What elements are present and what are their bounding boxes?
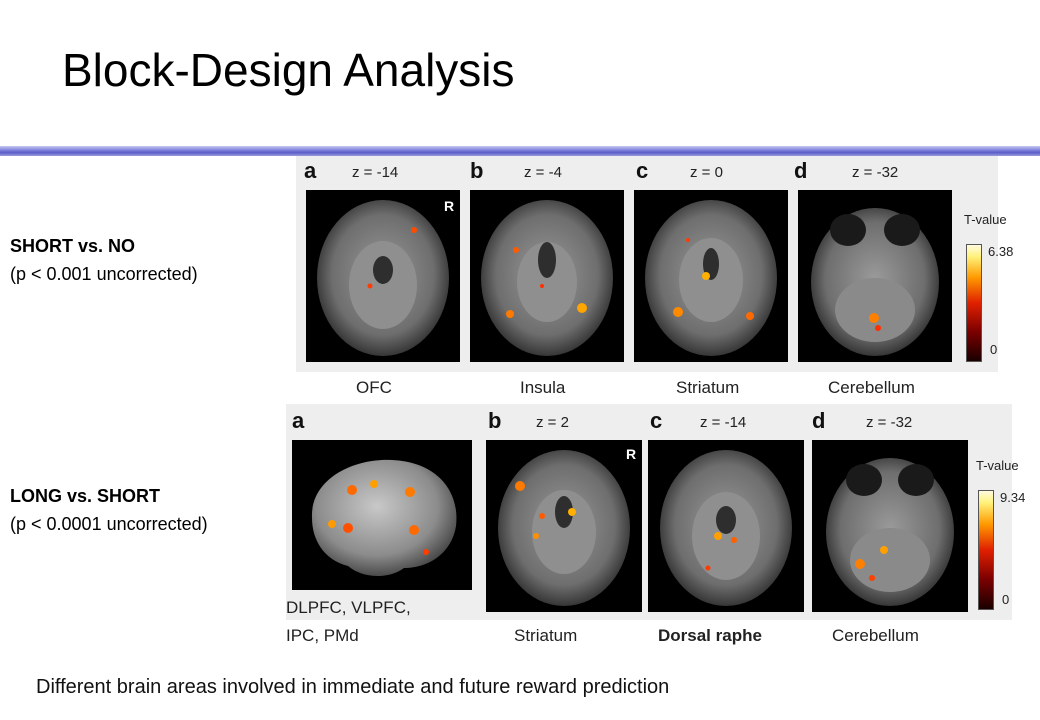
- row2-panel-c-brain-slice: [648, 440, 804, 612]
- row1-panel-d-brain-slice: [798, 190, 952, 362]
- row1-panel-c-brain-slice: [634, 190, 788, 362]
- row1-colorbar-label: T-value: [964, 212, 1007, 227]
- axial-brain-slice: [498, 450, 630, 606]
- row1-region-ofc: OFC: [356, 378, 392, 397]
- row1-panel-b-brain-slice: [470, 190, 624, 362]
- row2-colorbar-max: 9.34: [1000, 490, 1026, 505]
- row2-panel-a-brain-surface: [292, 440, 472, 590]
- row1-panel-a-z: z = -14: [352, 164, 399, 181]
- row1-panel-c-letter: c: [636, 158, 649, 183]
- row1-condition-threshold: (p < 0.001 uncorrected): [10, 264, 198, 284]
- row1-panel-b-z: z = -4: [524, 164, 562, 181]
- row2-colorbar-label: T-value: [976, 458, 1019, 473]
- row1-panel-a-letter: a: [304, 158, 317, 183]
- row2-region-cerebellum: Cerebellum: [832, 626, 919, 645]
- axial-brain-slice: [481, 200, 613, 356]
- row1-region-cerebellum: Cerebellum: [828, 378, 915, 397]
- row1-condition: SHORT vs. NO (p < 0.001 uncorrected): [10, 232, 198, 288]
- row1-region-insula: Insula: [520, 378, 566, 397]
- orientation-marker: R: [444, 198, 455, 214]
- row2-left-regions-line1: DLPFC, VLPFC,: [286, 598, 411, 617]
- row1-panel-d-letter: d: [794, 158, 808, 183]
- row2-condition: LONG vs. SHORT (p < 0.0001 uncorrected): [10, 482, 208, 538]
- row1-panel-a-brain-slice: R: [306, 190, 460, 362]
- row2-condition-threshold: (p < 0.0001 uncorrected): [10, 514, 208, 534]
- row2-panel-d-brain-slice: [812, 440, 968, 612]
- row2-panel-a-letter: a: [292, 408, 305, 433]
- row1-panel-d-z: z = -32: [852, 164, 899, 181]
- row2-panel-b-letter: b: [488, 408, 502, 433]
- row2-condition-title: LONG vs. SHORT: [10, 486, 161, 506]
- row1-panel-c-z: z = 0: [690, 164, 723, 181]
- row1-colorbar: [966, 244, 982, 362]
- title-divider: [0, 146, 1040, 156]
- row2-colorbar: [978, 490, 994, 610]
- row2-panel-b-brain-slice: R: [486, 440, 642, 612]
- axial-brain-slice: [645, 200, 777, 356]
- slide-caption: Different brain areas involved in immedi…: [36, 676, 670, 698]
- row2-panel-c-z: z = -14: [700, 414, 747, 431]
- row2-left-regions: DLPFC, VLPFC, IPC, PMd: [286, 594, 411, 650]
- slide-title: Block-Design Analysis: [62, 44, 515, 96]
- row2-panel-d-letter: d: [812, 408, 826, 433]
- row2-left-regions-line2: IPC, PMd: [286, 626, 359, 645]
- axial-brain-slice: [811, 208, 939, 356]
- lateral-brain-render: [311, 459, 457, 577]
- row2-region-striatum: Striatum: [514, 626, 578, 645]
- row1-panel-b-letter: b: [470, 158, 484, 183]
- row1-colorbar-min: 0: [990, 342, 998, 357]
- axial-brain-slice: [826, 458, 954, 606]
- row2-region-dorsal-raphe: Dorsal raphe: [658, 626, 762, 645]
- row2-panel-b-z: z = 2: [536, 414, 569, 431]
- axial-brain-slice: [317, 200, 449, 356]
- row2-panel-d-z: z = -32: [866, 414, 913, 431]
- row2-panel-c-letter: c: [650, 408, 663, 433]
- row2-colorbar-min: 0: [1002, 592, 1010, 607]
- row1-region-striatum: Striatum: [676, 378, 740, 397]
- orientation-marker: R: [626, 446, 637, 462]
- row1-colorbar-max: 6.38: [988, 244, 1014, 259]
- row1-condition-title: SHORT vs. NO: [10, 236, 136, 256]
- axial-brain-slice: [660, 450, 792, 606]
